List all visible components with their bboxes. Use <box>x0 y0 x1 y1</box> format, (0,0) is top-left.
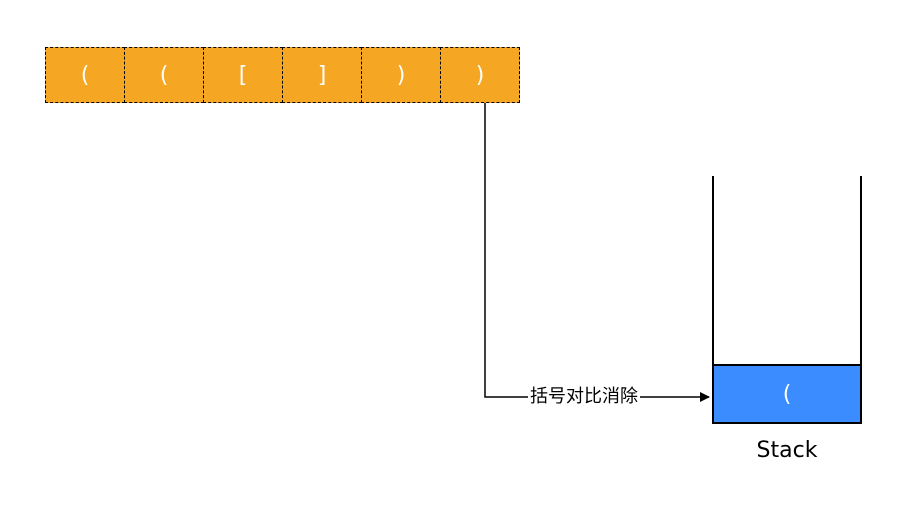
bracket-sequence: ( ( [ ] ) ) <box>45 47 520 103</box>
stack-item: ( <box>714 364 860 422</box>
stack-caption: Stack <box>756 438 818 463</box>
connector-line <box>484 103 710 402</box>
sequence-cell: ( <box>45 47 125 103</box>
sequence-cell: [ <box>203 47 283 103</box>
sequence-cell: ) <box>361 47 441 103</box>
connector-label: 括号对比消除 <box>528 384 640 410</box>
sequence-cell: ( <box>124 47 204 103</box>
sequence-cell: ) <box>440 47 520 103</box>
stack-container: ( <box>712 176 862 424</box>
